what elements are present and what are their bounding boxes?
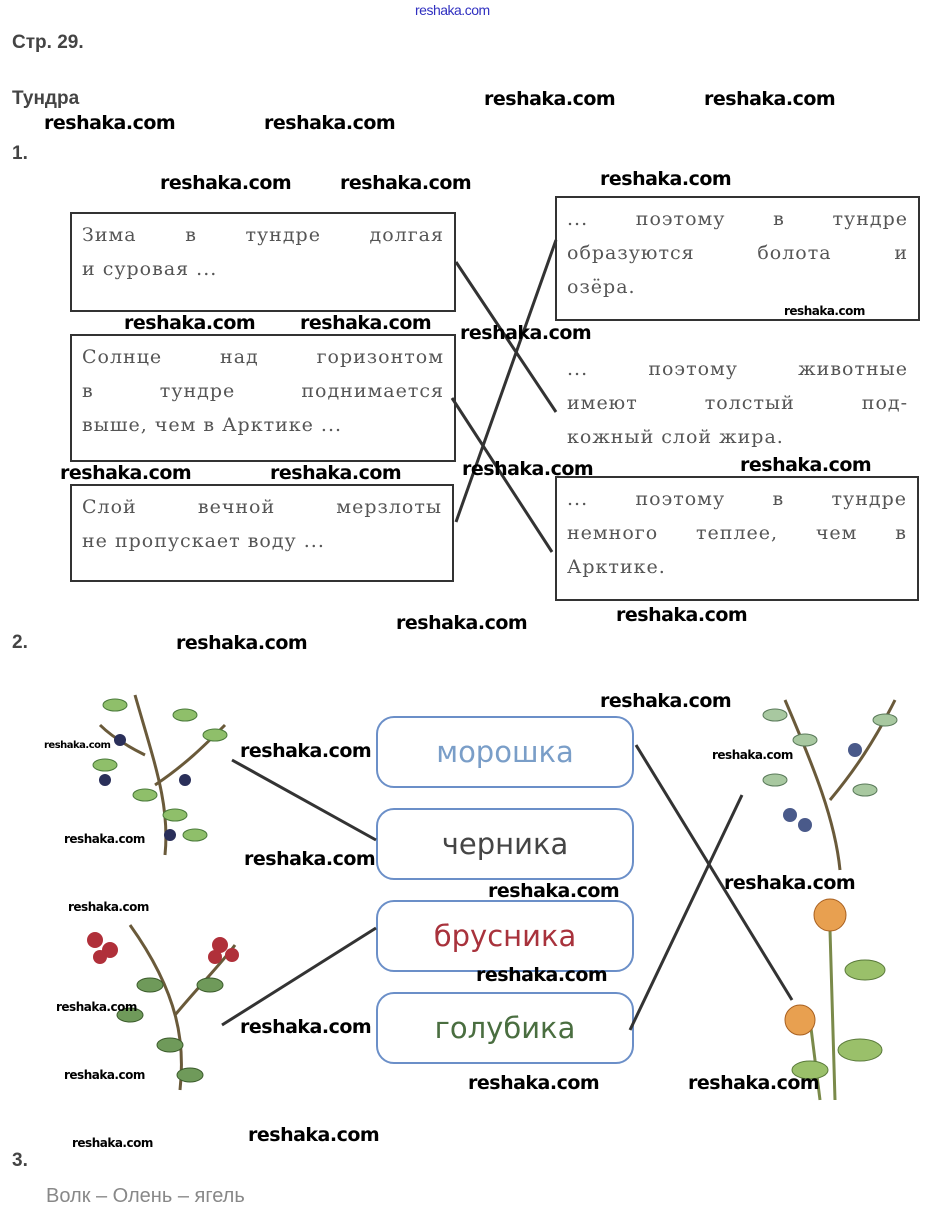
word-label: черника bbox=[441, 827, 569, 861]
watermark: reshaka.com bbox=[476, 964, 608, 986]
watermark: reshaka.com bbox=[740, 454, 872, 476]
watermark: reshaka.com bbox=[460, 322, 592, 344]
watermark: reshaka.com bbox=[60, 462, 192, 484]
watermark: reshaka.com bbox=[64, 832, 145, 846]
watermark: reshaka.com bbox=[784, 304, 865, 318]
effect-box-3: ... поэтому в тундре немного теплее, чем… bbox=[555, 476, 919, 601]
text-line: кожный слой жира. bbox=[567, 426, 784, 448]
watermark: reshaka.com bbox=[488, 880, 620, 902]
watermark: reshaka.com bbox=[712, 748, 793, 762]
watermark: reshaka.com bbox=[124, 312, 256, 334]
text-line: Зима в тундре долгая bbox=[82, 224, 444, 246]
watermark: reshaka.com bbox=[468, 1072, 600, 1094]
watermark: reshaka.com bbox=[616, 604, 748, 626]
effect-box-1: ... поэтому в тундре образуются болота и… bbox=[555, 196, 920, 321]
watermark: reshaka.com bbox=[340, 172, 472, 194]
cause-box-1: Зима в тундре долгая и суровая ... bbox=[70, 212, 456, 312]
text-line: ... поэтому животные bbox=[567, 358, 908, 380]
text-line: Слой вечной мерзлоты bbox=[82, 496, 442, 518]
text-line: Арктике. bbox=[567, 556, 666, 578]
text-line: ... поэтому в тундре bbox=[567, 488, 907, 510]
word-box-golubika: голубика bbox=[376, 992, 634, 1064]
word-label: голубика bbox=[434, 1011, 576, 1045]
connector-line bbox=[628, 794, 744, 1031]
cause-box-3: Слой вечной мерзлоты не пропускает воду … bbox=[70, 484, 454, 582]
watermark: reshaka.com bbox=[72, 1136, 153, 1150]
text-line: имеют толстый под- bbox=[567, 392, 908, 414]
blueberry-plant-illustration bbox=[92, 694, 228, 856]
watermark: reshaka.com bbox=[160, 172, 292, 194]
watermark: reshaka.com bbox=[264, 112, 396, 134]
connector-line bbox=[231, 758, 377, 842]
watermark: reshaka.com bbox=[270, 462, 402, 484]
cloudberry-plant-illustration bbox=[784, 898, 886, 1101]
watermark: reshaka.com bbox=[248, 1124, 380, 1146]
cause-box-2: Солнце над горизонтом в тундре поднимает… bbox=[70, 334, 456, 462]
watermark: reshaka.com bbox=[462, 458, 594, 480]
watermark: reshaka.com bbox=[396, 612, 528, 634]
watermark: reshaka.com bbox=[600, 168, 732, 190]
watermark: reshaka.com bbox=[300, 312, 432, 334]
watermark: reshaka.com bbox=[64, 1068, 145, 1082]
bog-bilberry-plant-illustration bbox=[762, 699, 898, 871]
word-label: брусника bbox=[433, 919, 577, 953]
watermark: reshaka.com bbox=[44, 740, 111, 751]
word-box-moroshka: морошка bbox=[376, 716, 634, 788]
text-line: в тундре поднимается bbox=[82, 380, 444, 402]
word-box-chernika: черника bbox=[376, 808, 634, 880]
word-label: морошка bbox=[436, 735, 574, 769]
text-line: Солнце над горизонтом bbox=[82, 346, 444, 368]
food-chain-answer: Волк – Олень – ягель bbox=[46, 1185, 245, 1207]
text-line: и суровая ... bbox=[82, 258, 218, 280]
topic-title: Тундра bbox=[12, 88, 80, 109]
watermark: reshaka.com bbox=[244, 848, 376, 870]
text-line: выше, чем в Арктике ... bbox=[82, 414, 343, 436]
task-1-number: 1. bbox=[12, 143, 28, 164]
watermark: reshaka.com bbox=[724, 872, 856, 894]
task-2-number: 2. bbox=[12, 632, 28, 653]
text-line: озёра. bbox=[567, 276, 636, 298]
watermark: reshaka.com bbox=[600, 690, 732, 712]
watermark: reshaka.com bbox=[688, 1072, 820, 1094]
watermark: reshaka.com bbox=[68, 900, 149, 914]
text-line: ... поэтому в тундре bbox=[567, 208, 908, 230]
task-3-number: 3. bbox=[12, 1150, 28, 1171]
watermark: reshaka.com bbox=[704, 88, 836, 110]
watermark: reshaka.com bbox=[176, 632, 308, 654]
watermark: reshaka.com bbox=[44, 112, 176, 134]
text-line: немного теплее, чем в bbox=[567, 522, 907, 544]
watermark: reshaka.com bbox=[240, 1016, 372, 1038]
word-box-brusnika: брусника bbox=[376, 900, 634, 972]
watermark: reshaka.com bbox=[240, 740, 372, 762]
text-line: не пропускает воду ... bbox=[82, 530, 325, 552]
watermark: reshaka.com bbox=[415, 2, 490, 18]
watermark: reshaka.com bbox=[484, 88, 616, 110]
effect-box-2: ... поэтому животные имеют толстый под- … bbox=[555, 346, 920, 456]
page-number: Стр. 29. bbox=[12, 32, 84, 53]
text-line: образуются болота и bbox=[567, 242, 908, 264]
watermark: reshaka.com bbox=[56, 1000, 137, 1014]
